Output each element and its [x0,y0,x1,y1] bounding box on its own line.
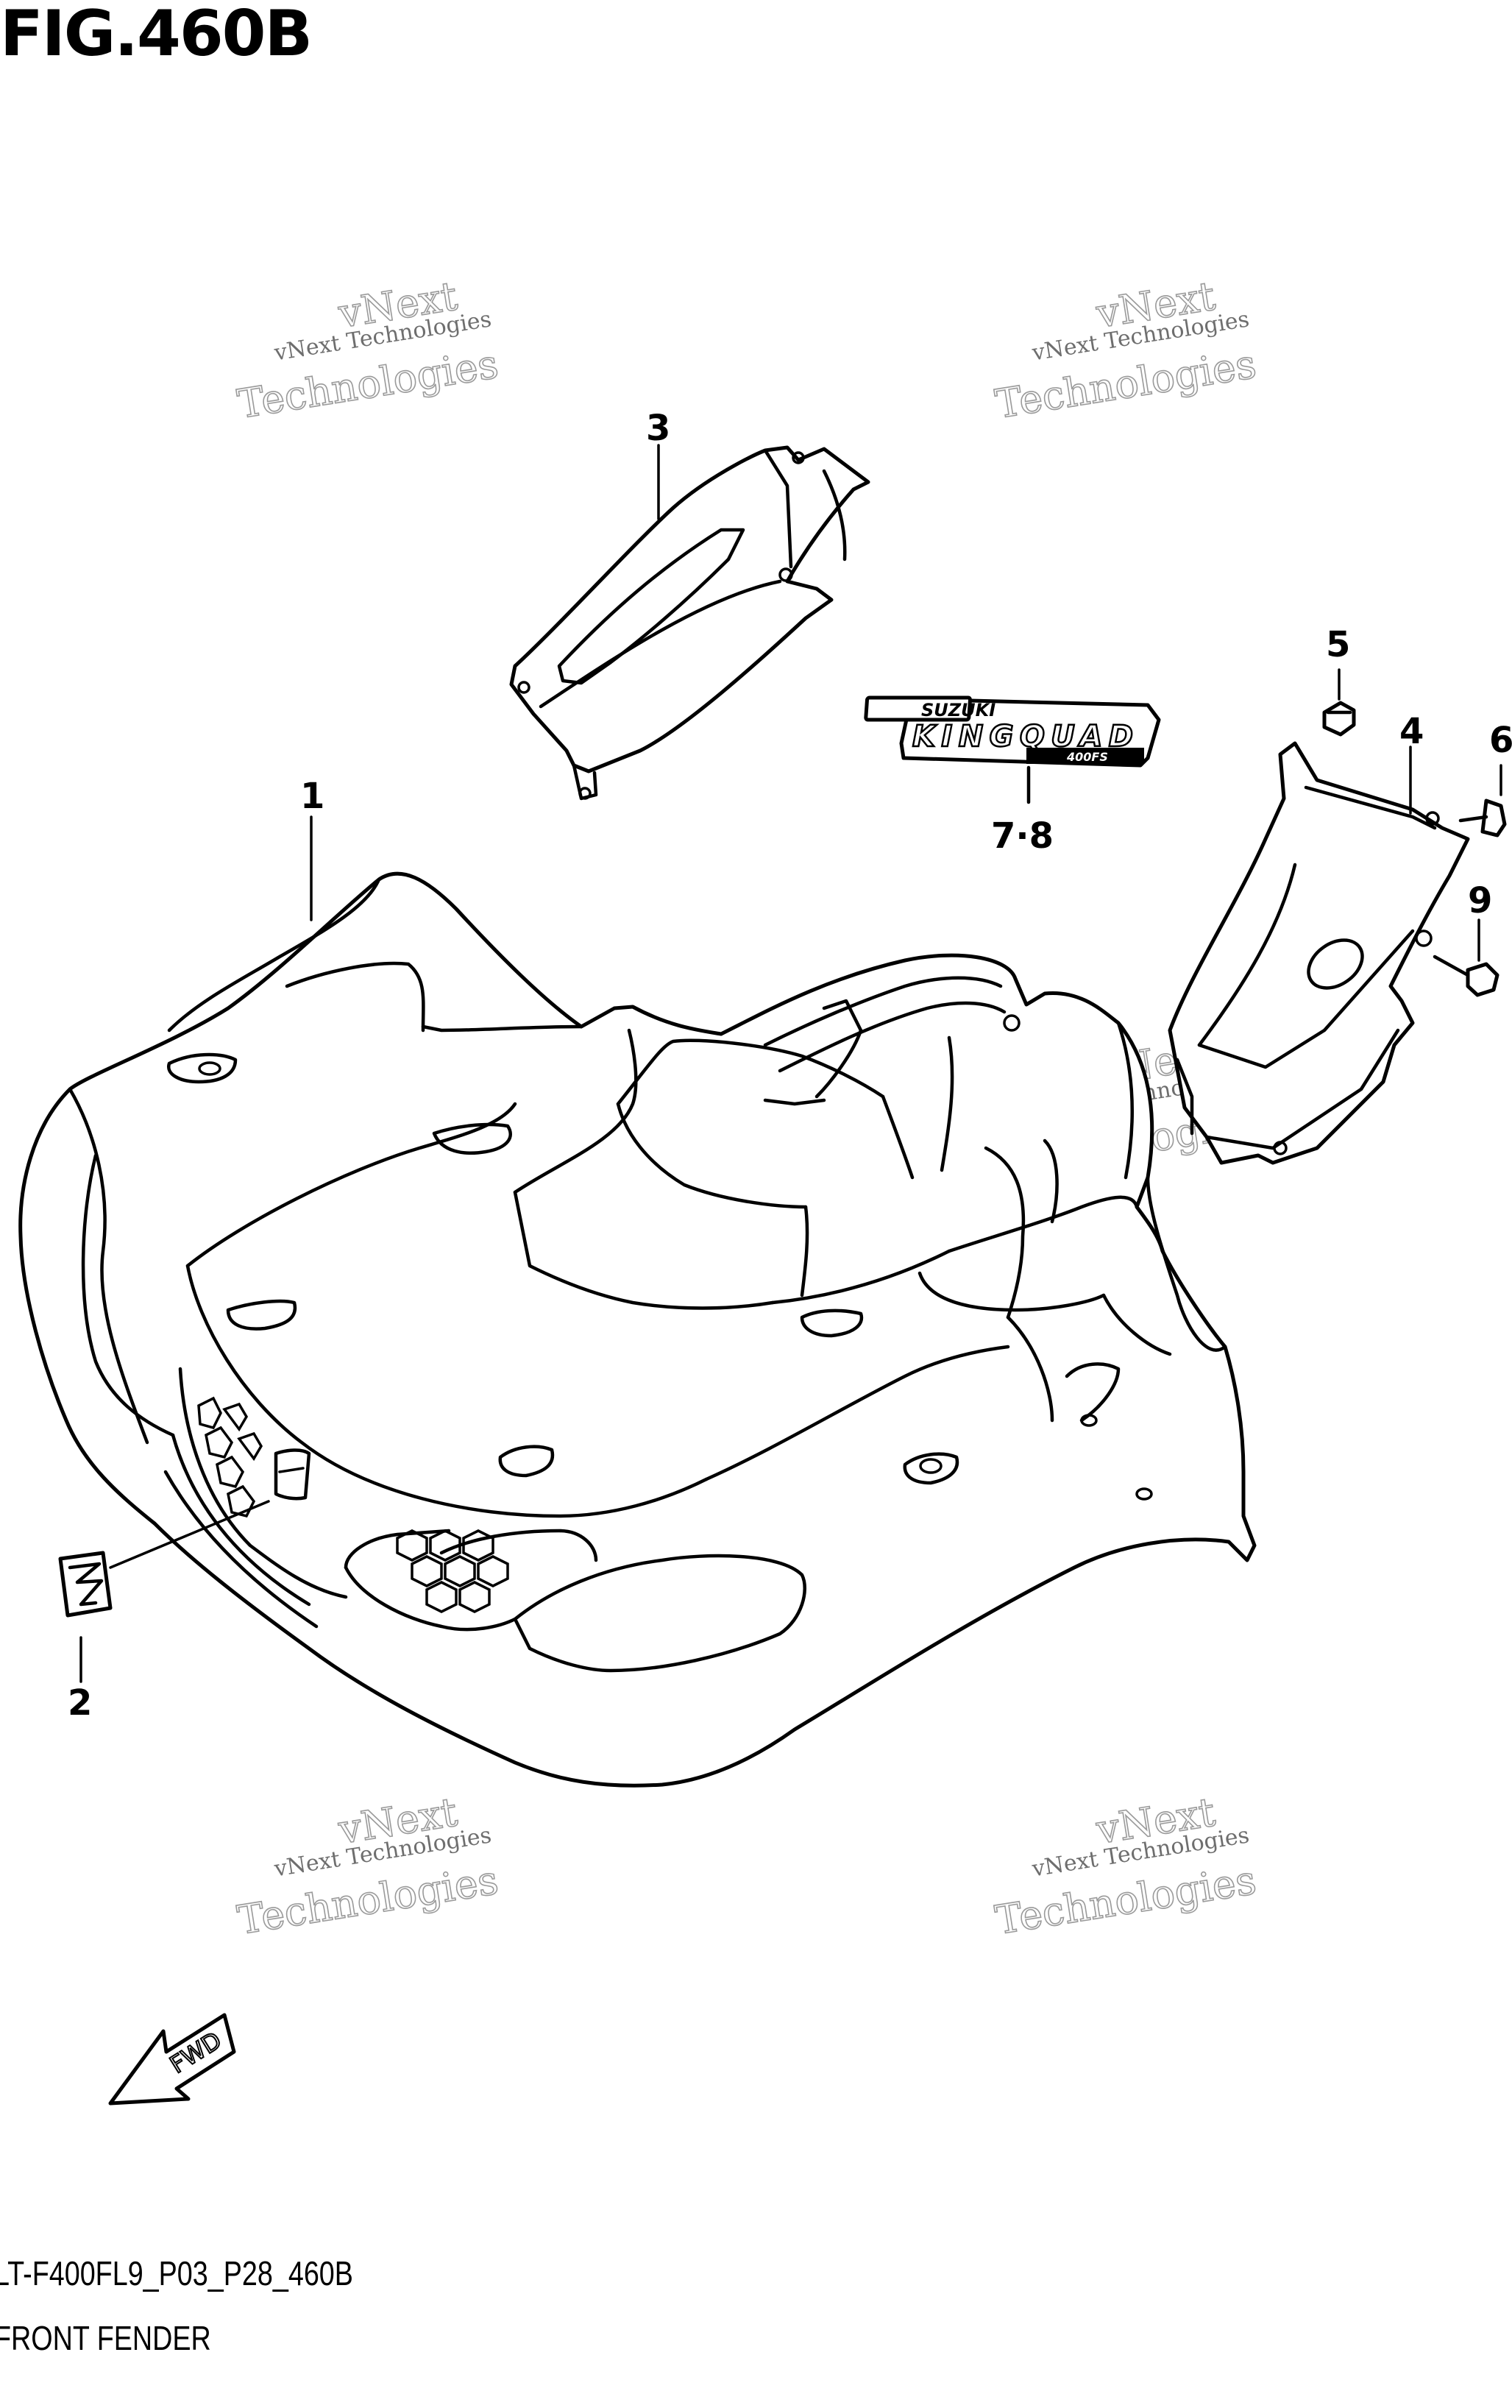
callout-bolt[interactable]: 9 [1468,880,1492,921]
watermark-top-right: vNext Technologies vNext Technologies [992,272,1260,428]
decal-badge-text: 400FS [1066,750,1108,764]
forward-arrow: FWD [108,2013,236,2106]
callout-cover-left[interactable]: 3 [646,408,670,449]
watermark-top-left: vNext Technologies vNext Technologies [234,272,502,428]
callout-screw[interactable]: 6 [1489,720,1512,761]
part-emblem[interactable] [58,1500,270,1618]
callout-fender[interactable]: 1 [300,776,324,817]
grille-right [396,1529,509,1613]
figure-code: LT-F400FL9_P03_P28_460B [0,2254,353,2292]
part-nut[interactable] [1322,668,1356,737]
leader-lines [79,444,1412,1683]
part-bolt[interactable] [1433,918,1499,997]
figure-name: FRONT FENDER [0,2319,211,2357]
part-right-side-cover[interactable] [1168,741,1470,1165]
callout-nut[interactable]: 5 [1326,624,1350,665]
figure-title: FIG.460B [0,0,313,71]
watermark-bottom-right: vNext Technologies vNext Technologies [992,1788,1260,1944]
part-left-side-cover[interactable] [509,445,870,801]
callout-emblem[interactable]: 2 [68,1682,92,1724]
callout-decal[interactable]: 7·8 [991,815,1054,857]
part-screw[interactable] [1458,764,1507,838]
watermark-bottom-left: vNext Technologies vNext Technologies [234,1788,502,1944]
part-decal-kingquad[interactable]: SUZUKI KINGQUAD 400FS [864,695,1161,804]
callout-cover-right[interactable]: 4 [1399,711,1424,752]
decal-brand-text: SUZUKI [921,700,995,720]
part-front-fender[interactable] [18,871,1257,1788]
